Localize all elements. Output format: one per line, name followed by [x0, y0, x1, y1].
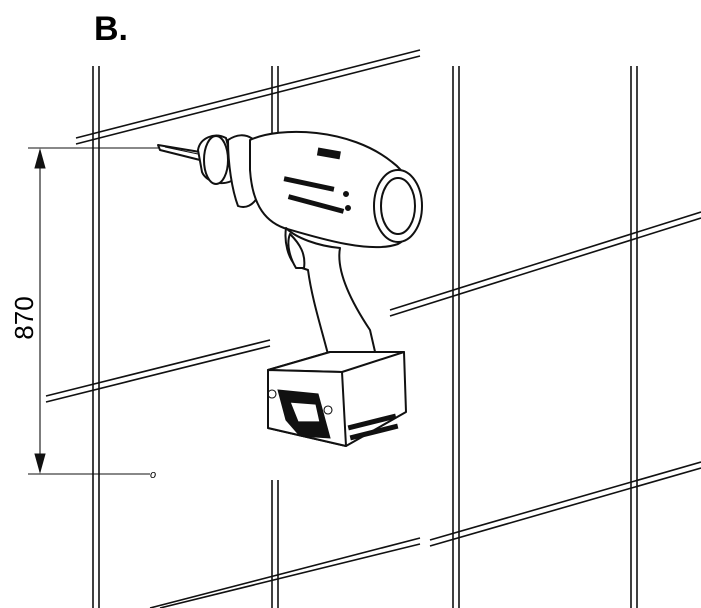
dimension-value: 870: [9, 296, 39, 339]
figure-label: B.: [94, 10, 128, 48]
tile-grid-horizontal: [45, 49, 701, 608]
cordless-drill-icon: [157, 130, 423, 447]
tile-grid-vertical: [92, 66, 638, 608]
dimension-indicator: 870 o: [9, 147, 160, 481]
bottom-marker: o: [150, 469, 156, 481]
